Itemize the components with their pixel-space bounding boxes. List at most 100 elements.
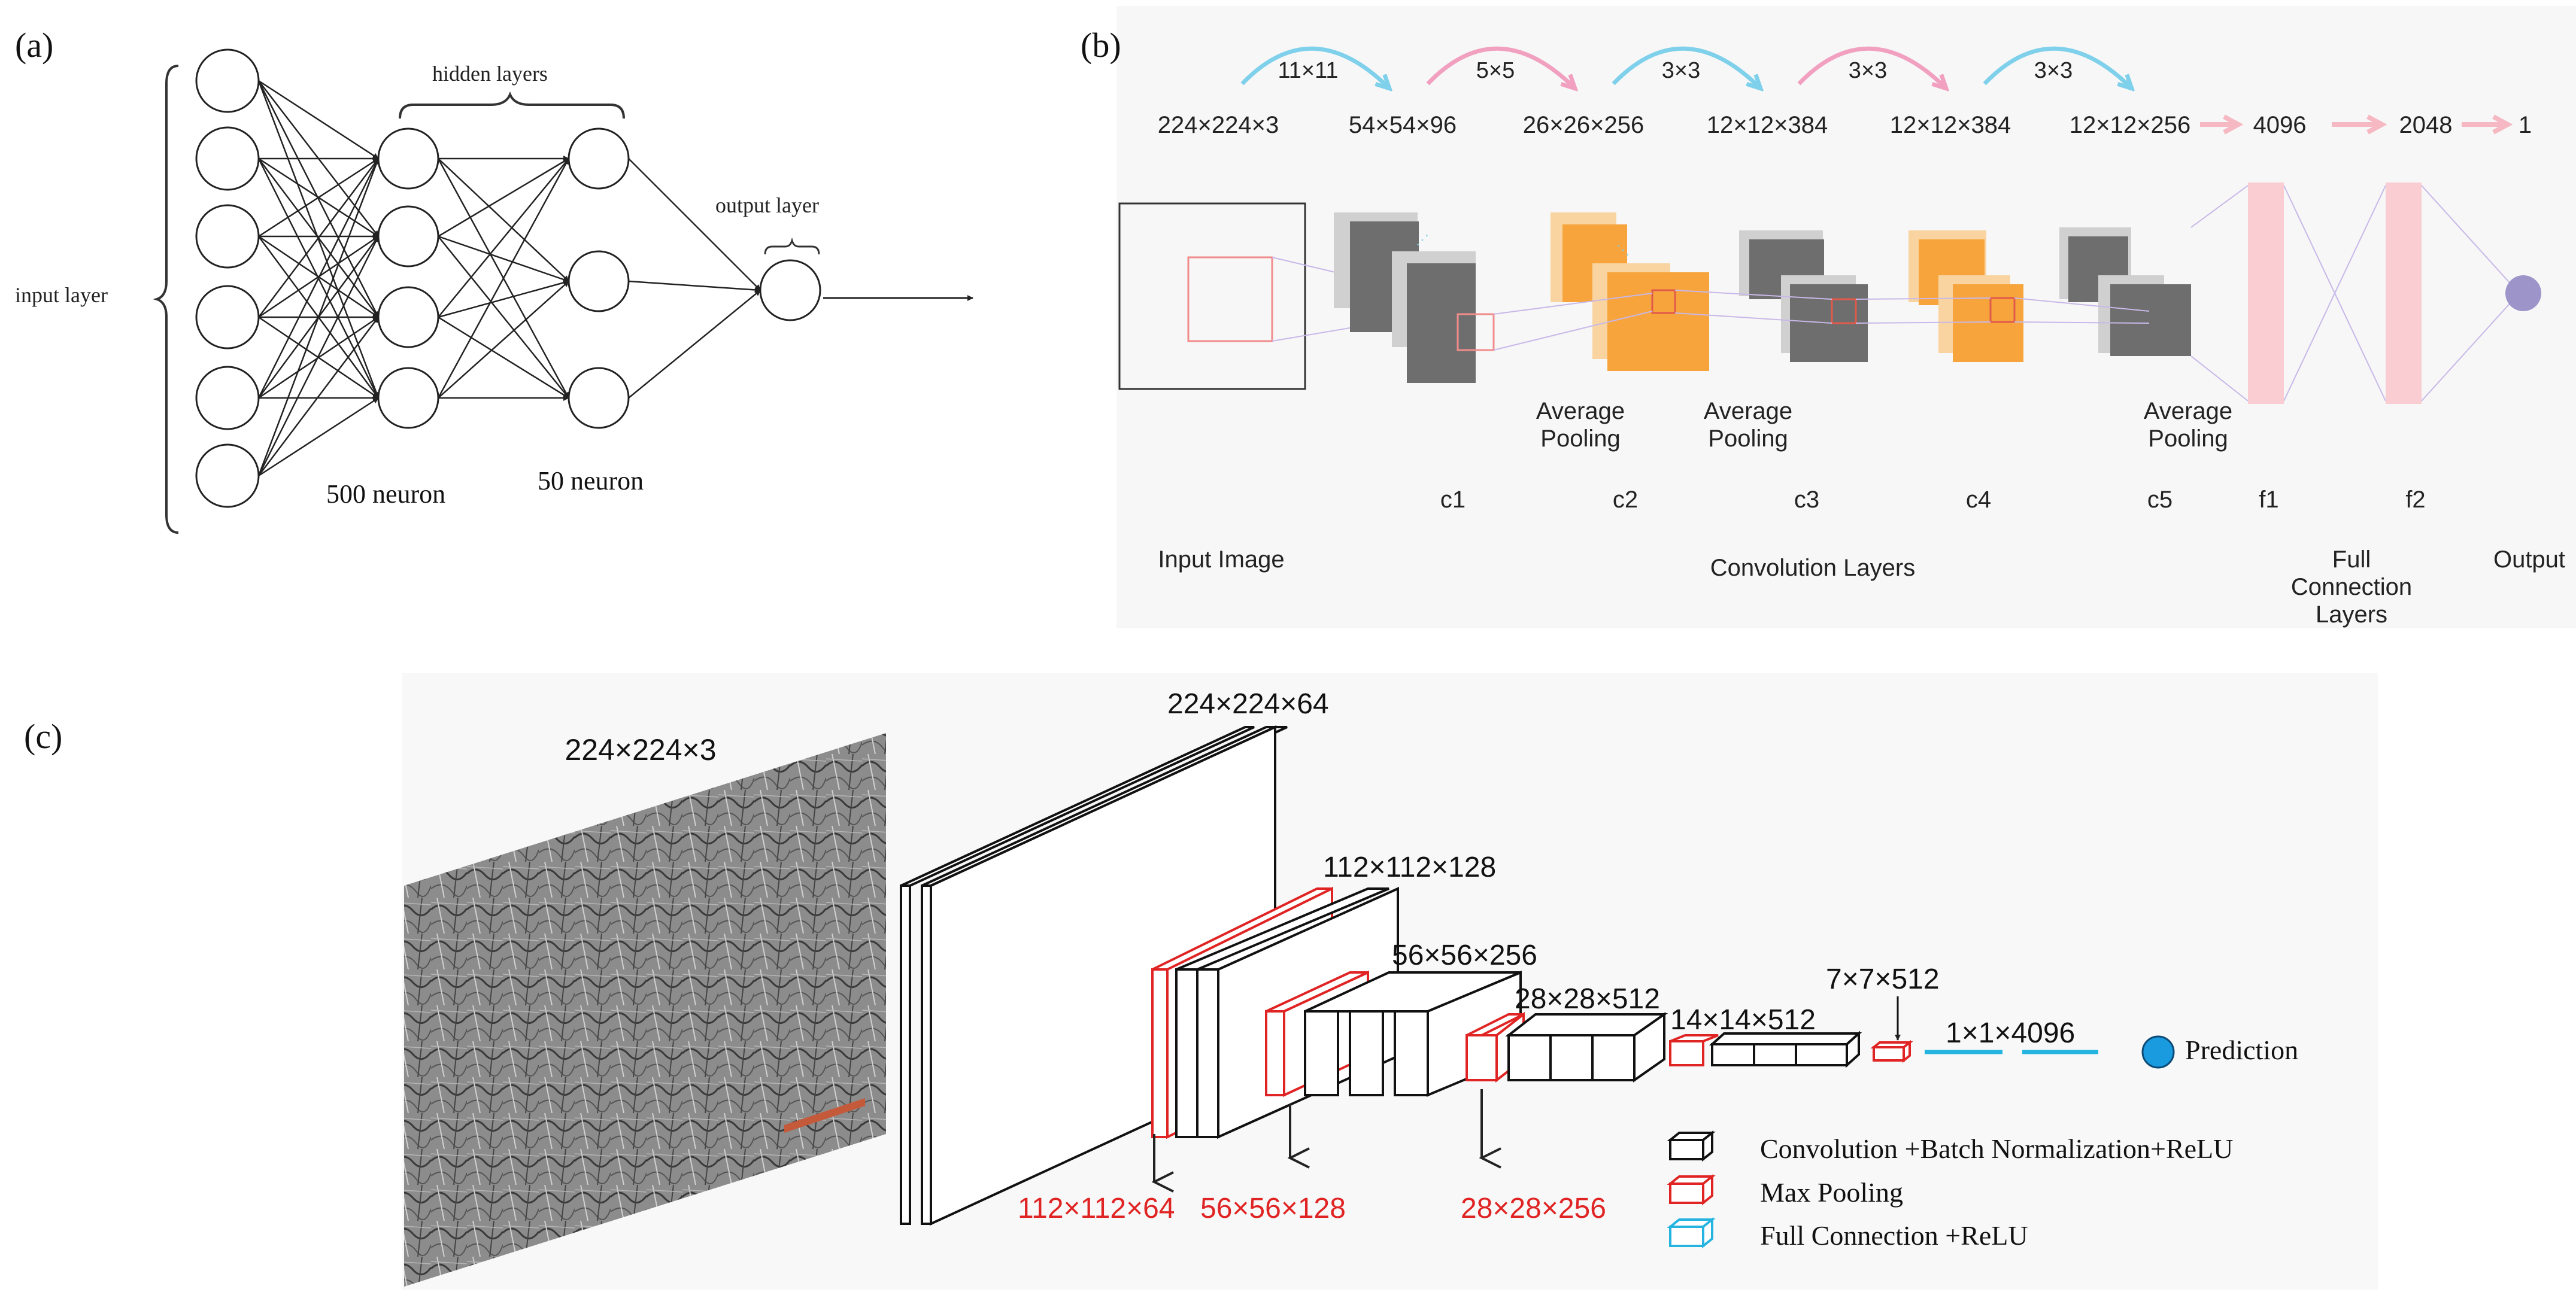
neuron <box>195 204 260 269</box>
projection-line <box>2190 185 2249 228</box>
prediction-node <box>2141 1035 2175 1069</box>
projection-line <box>1855 321 1991 324</box>
hidden-layers-brace <box>399 91 625 119</box>
block-face <box>1349 1010 1384 1096</box>
input-image-box <box>1118 202 1306 390</box>
dim-label-2: 54×54×96 <box>1349 112 1457 138</box>
block-face <box>1507 1034 1552 1081</box>
text-line: Average <box>1536 398 1625 424</box>
panel-c: (c) 224×224×3 <box>24 673 2378 1290</box>
text-line: Average <box>2144 398 2232 424</box>
receptive-field <box>1831 298 1857 324</box>
kernel-label-2: 5×5 <box>1476 58 1515 83</box>
connection-line <box>438 316 569 399</box>
kernel-label-3: 3×3 <box>1662 58 1700 83</box>
input-dim-label: 224×224×3 <box>565 733 716 767</box>
neuron <box>568 367 630 429</box>
connection-line <box>257 158 380 476</box>
projection-line <box>1493 293 1653 315</box>
output-label: Output <box>2493 546 2565 573</box>
feature-map <box>1953 284 2023 362</box>
block-face <box>1466 1034 1498 1081</box>
red-dim-28x28x256: 28×28×256 <box>1461 1193 1606 1224</box>
neuron <box>568 250 630 312</box>
output-layer-label: output layer <box>715 193 819 217</box>
dim-28x28x512: 28×28×512 <box>1515 983 1660 1015</box>
projection-line <box>2014 297 2150 312</box>
connection-line <box>438 279 569 318</box>
connection-line <box>257 80 380 399</box>
neuron <box>568 127 630 190</box>
dim-label-5: 12×12×384 <box>1890 112 2011 138</box>
kernel-label-1: 11×11 <box>1278 58 1338 83</box>
feature-map <box>1607 272 1709 371</box>
layer-id-c2: c2 <box>1613 487 1638 513</box>
connection-line <box>628 280 761 293</box>
connection-line <box>437 158 570 399</box>
connection-line <box>258 80 379 160</box>
text-line: Average <box>1704 398 1792 424</box>
kernel-arc-5 <box>1983 46 2130 87</box>
legend-fc-icon <box>1667 1217 1716 1249</box>
fc-layer-f2 <box>2386 183 2422 404</box>
projection-line <box>2190 355 2249 402</box>
connection-line <box>438 158 569 318</box>
text-line: Layers <box>2316 601 2387 628</box>
legend: Convolution +Batch Normalization+ReLU Ma… <box>1667 1130 2233 1251</box>
convolution-layers-label: Convolution Layers <box>1710 555 1915 581</box>
kernel-dots: ⋱ <box>1616 242 1630 257</box>
block-face <box>1669 1040 1704 1066</box>
dim-112x112x128: 112×112×128 <box>1323 852 1496 883</box>
neuron <box>195 126 260 191</box>
dim-224x224x64: 224×224×64 <box>1167 688 1329 720</box>
projection-lines <box>1493 185 2520 402</box>
layer-id-c3: c3 <box>1794 487 1819 513</box>
text-line: Pooling <box>2148 425 2228 452</box>
block-face <box>1669 1226 1704 1247</box>
text-line: Full <box>2332 546 2371 573</box>
dim-label-3: 26×26×256 <box>1523 112 1644 138</box>
kernel-arc-3 <box>1612 46 1759 87</box>
block-face <box>1702 1217 1713 1249</box>
scale-bar <box>784 1098 865 1133</box>
connection-line <box>438 235 569 282</box>
dim-label-8: 2048 <box>2399 112 2453 138</box>
block-face <box>1304 1010 1339 1096</box>
layer-id-c5: c5 <box>2147 487 2173 513</box>
dim-label-7: 4096 <box>2253 112 2307 138</box>
projection-line <box>2421 185 2520 294</box>
connection-line <box>257 236 380 476</box>
legend-conv-label: Convolution +Batch Normalization+ReLU <box>1760 1133 2233 1164</box>
block-face <box>1669 1139 1704 1160</box>
network-neurons <box>195 48 821 508</box>
network-connections <box>257 80 761 477</box>
panel-c-label: (c) <box>24 717 62 756</box>
block-face <box>1702 1130 1713 1162</box>
block-face <box>1265 1010 1285 1096</box>
connection-line <box>258 397 379 477</box>
legend-fc-label: Full Connection +ReLU <box>1760 1220 2028 1251</box>
block-face <box>1873 1046 1905 1062</box>
dim-label-9: 1 <box>2519 112 2532 138</box>
connection-line <box>258 317 379 476</box>
legend-pool-icon <box>1667 1174 1716 1206</box>
feature-map <box>1407 263 1476 383</box>
block-face <box>1196 968 1219 1138</box>
layer-c1: ⋰ <box>1334 212 1495 383</box>
conv-block-5 <box>1669 1030 1862 1068</box>
layer-id-c4: c4 <box>1966 487 1991 513</box>
layer-c4 <box>1909 230 2023 362</box>
connection-line <box>628 158 761 291</box>
block-face <box>1795 1043 1848 1066</box>
neuron <box>195 285 260 349</box>
fc-layer-f1 <box>2248 183 2284 404</box>
block-face <box>1151 968 1169 1138</box>
layer-id-f2: f2 <box>2405 487 2425 513</box>
connection-line <box>438 158 569 282</box>
block-face <box>1711 1043 1755 1066</box>
dim-label-6: 12×12×256 <box>2070 112 2190 138</box>
connection-line <box>258 157 379 238</box>
